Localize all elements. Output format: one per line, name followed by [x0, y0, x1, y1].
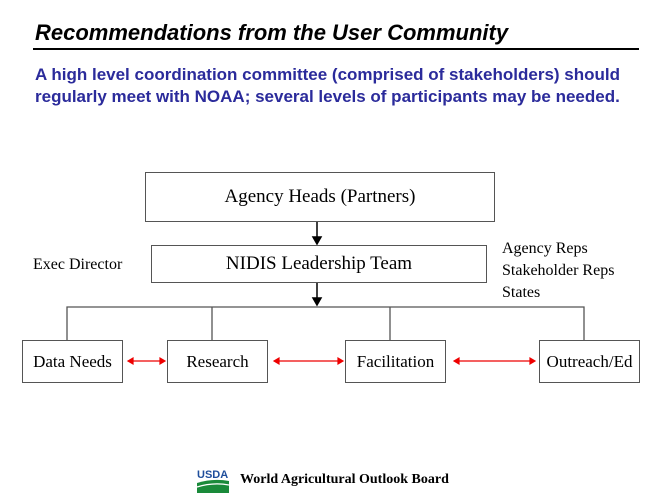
- usda-logo: USDA: [196, 469, 230, 493]
- slide-subtitle: A high level coordination committee (com…: [35, 65, 621, 106]
- footer: USDA World Agricultural Outlook Board: [196, 467, 449, 493]
- research-box: Research: [167, 340, 268, 383]
- title-divider: [33, 48, 639, 50]
- stakeholder-reps-label: Stakeholder Reps: [502, 262, 615, 279]
- nidis-leadership-box: NIDIS Leadership Team: [151, 245, 487, 283]
- agency-heads-box: Agency Heads (Partners): [145, 172, 495, 222]
- footer-text: World Agricultural Outlook Board: [240, 472, 449, 487]
- states-label: States: [502, 284, 541, 301]
- data-needs-box: Data Needs: [22, 340, 123, 383]
- exec-director-label: Exec Director: [33, 256, 123, 273]
- participant-labels: Agency Reps Stakeholder Reps States: [502, 238, 614, 304]
- svg-text:USDA: USDA: [197, 469, 228, 481]
- agency-reps-label: Agency Reps: [502, 240, 588, 257]
- slide-title: Recommendations from the User Community: [35, 20, 509, 45]
- outreach-ed-box: Outreach/Ed: [539, 340, 640, 383]
- facilitation-box: Facilitation: [345, 340, 446, 383]
